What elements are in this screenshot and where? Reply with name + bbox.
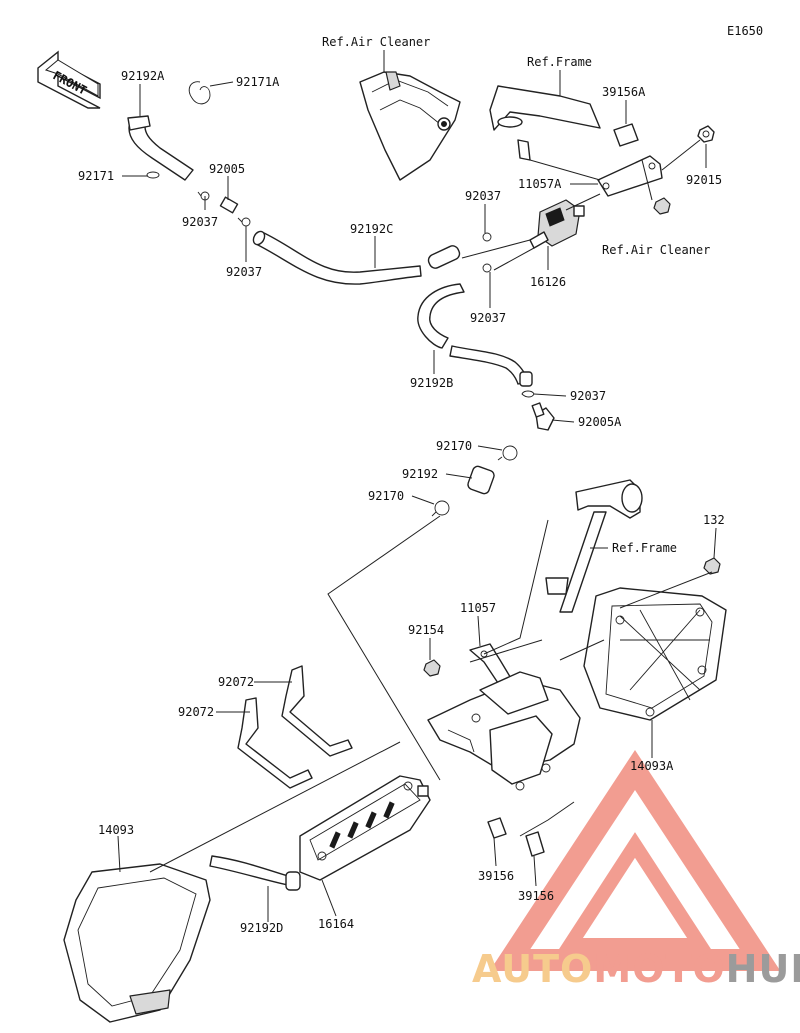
damper-39156-a[interactable] (487, 817, 507, 839)
label-92037-e[interactable]: 92037 (570, 389, 606, 403)
solenoid-bracket-assembly[interactable] (427, 671, 581, 791)
bracket-92072-a[interactable] (281, 665, 353, 757)
label-92037-c[interactable]: 92037 (465, 189, 501, 203)
label-92015[interactable]: 92015 (686, 173, 722, 187)
label-11057[interactable]: 11057 (460, 601, 496, 615)
ref-frame-top[interactable]: Ref.Frame (527, 55, 592, 69)
label-92192c[interactable]: 92192C (350, 222, 393, 236)
watermark-triangle (489, 749, 781, 971)
label-92170-a[interactable]: 92170 (436, 439, 472, 453)
label-92192[interactable]: 92192 (402, 467, 438, 481)
clamp-92037-d[interactable] (482, 263, 492, 273)
bracket-11057a[interactable] (597, 155, 663, 197)
hose-92192[interactable] (467, 465, 496, 495)
clamp-92037-a[interactable] (197, 191, 210, 201)
label-92072-a[interactable]: 92072 (218, 675, 254, 689)
fitting-92005a[interactable] (531, 402, 555, 431)
diagram-code: E1650 (727, 24, 763, 38)
pad-39156a[interactable] (613, 123, 639, 147)
ref-air-cleaner-top[interactable]: Ref.Air Cleaner (322, 35, 430, 49)
label-16164[interactable]: 16164 (318, 917, 354, 931)
watermark-logo: AUTOMOTOHUB (472, 749, 800, 991)
hose-92192b[interactable] (417, 283, 533, 387)
part-labels: 92192A 92171A 92171 92005 92037 92037 92… (78, 35, 725, 935)
label-132[interactable]: 132 (703, 513, 725, 527)
frame-ref-middle (545, 479, 643, 613)
label-92037-a[interactable]: 92037 (182, 215, 218, 229)
clamp-92037-b[interactable] (237, 217, 251, 227)
label-92005[interactable]: 92005 (209, 162, 245, 176)
svg-text:AUTOMOTOHUB: AUTOMOTOHUB (472, 947, 800, 991)
valve-16126[interactable] (529, 199, 585, 249)
label-14093[interactable]: 14093 (98, 823, 134, 837)
air-cleaner-ref-top (359, 71, 461, 181)
label-92154[interactable]: 92154 (408, 623, 444, 637)
ref-air-cleaner-right[interactable]: Ref.Air Cleaner (602, 243, 710, 257)
nut-92015[interactable] (697, 125, 715, 143)
cover-14093a[interactable] (583, 587, 727, 721)
cover-14093[interactable] (63, 863, 211, 1023)
damper-39156-b[interactable] (525, 831, 545, 857)
bracket-92072-b[interactable] (237, 697, 313, 789)
watermark-auto: AUTO (472, 947, 593, 991)
label-14093a[interactable]: 14093A (630, 759, 674, 773)
label-92171[interactable]: 92171 (78, 169, 114, 183)
clamp-92170-a[interactable] (497, 445, 518, 461)
bolt-92154[interactable] (423, 659, 441, 677)
label-16126[interactable]: 16126 (530, 275, 566, 289)
label-92072-b[interactable]: 92072 (178, 705, 214, 719)
bolt-132[interactable] (703, 557, 721, 575)
watermark-hub: HUB (726, 947, 800, 991)
clamp-92037-e[interactable] (521, 390, 535, 398)
label-92171a[interactable]: 92171A (236, 75, 280, 89)
frame-ref-top (489, 85, 601, 161)
hose-92192a[interactable] (127, 115, 194, 181)
fitting-92005[interactable] (219, 196, 239, 214)
hose-92192c[interactable] (251, 229, 461, 285)
front-arrow-icon: FRONT (37, 50, 101, 109)
canister-16164[interactable] (299, 775, 431, 881)
leader-lines (117, 50, 717, 922)
clip-92171[interactable] (146, 171, 160, 179)
hose-92192d[interactable] (209, 855, 301, 891)
label-92192a[interactable]: 92192A (121, 69, 165, 83)
bolt-air-cleaner[interactable] (653, 197, 671, 215)
label-92192b[interactable]: 92192B (410, 376, 453, 390)
ref-frame-middle[interactable]: Ref.Frame (612, 541, 677, 555)
label-92005a[interactable]: 92005A (578, 415, 622, 429)
label-11057a[interactable]: 11057A (518, 177, 562, 191)
label-39156-b[interactable]: 39156 (518, 889, 554, 903)
watermark-moto: MOTO (593, 947, 725, 991)
label-39156a[interactable]: 39156A (602, 85, 646, 99)
label-39156-a[interactable]: 39156 (478, 869, 514, 883)
label-92037-b[interactable]: 92037 (226, 265, 262, 279)
clamp-92170-b[interactable] (431, 500, 450, 517)
label-92037-d[interactable]: 92037 (470, 311, 506, 325)
clamp-92037-c[interactable] (482, 232, 492, 242)
label-92192d[interactable]: 92192D (240, 921, 283, 935)
clip-92171a[interactable] (188, 81, 211, 105)
label-92170-b[interactable]: 92170 (368, 489, 404, 503)
